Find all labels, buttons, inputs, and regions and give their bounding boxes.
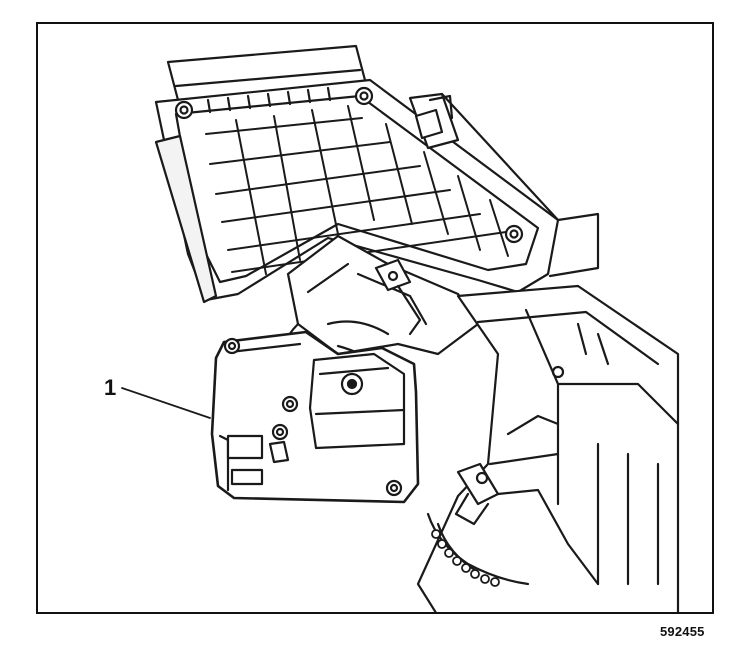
lower-right-housing: [416, 284, 680, 612]
callout-1-leader: [121, 387, 211, 419]
grille-lattice: [205, 105, 509, 275]
hvac-module-illustration: [121, 44, 680, 612]
wiring-harness-beads: [431, 529, 500, 587]
callout-number-1: 1: [104, 375, 117, 400]
mode-door-actuator: [210, 330, 420, 504]
figure-number: 592455: [660, 624, 705, 639]
central-duct-body: [276, 234, 480, 376]
illustration-frame: [36, 22, 714, 614]
